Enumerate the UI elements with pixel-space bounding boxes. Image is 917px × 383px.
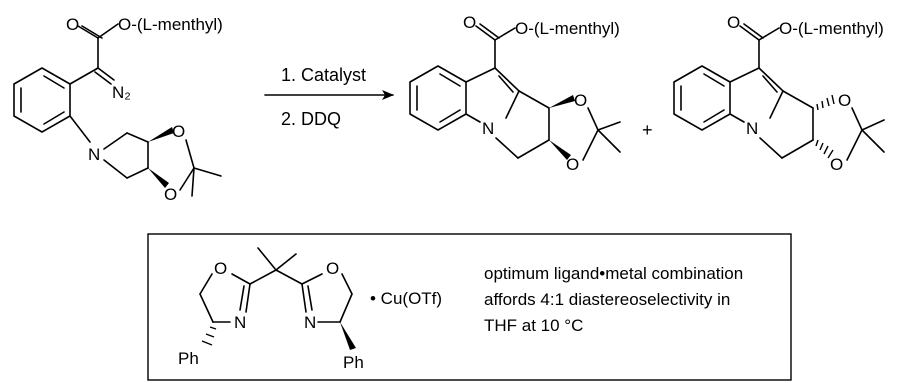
product-1-carbonyl-oxygen-label: O <box>463 13 476 32</box>
product-2-dioxolane-oxygen-1-label: O <box>838 91 851 110</box>
dioxolane-oxygen-1-label: O <box>172 122 185 141</box>
benzene-ring <box>13 67 71 133</box>
product-2-benzene-ring <box>673 65 731 131</box>
diazo-label: N₂ <box>112 83 131 102</box>
product-2: N O O-(L-menthyl) O O <box>673 13 885 174</box>
ligand-right-oxygen-label: O <box>326 259 339 278</box>
catalyst-note-line-2: affords 4:1 diastereoselectivity in <box>484 290 730 309</box>
product-2-nitrogen-label: N <box>746 119 758 138</box>
product-1: N O O-(L-menthyl) O O <box>409 13 621 174</box>
ligand-left-nitrogen-label: N <box>234 313 246 332</box>
product-2-carbonyl-oxygen-label: O <box>727 13 740 32</box>
ligand-right-phenyl-label: Ph <box>343 353 364 372</box>
starting-material: O O-(L-menthyl) N₂ N O O <box>13 15 223 204</box>
box-ligand: O N Ph O N Ph <box>178 247 364 372</box>
product-1-ester-label: O-(L-menthyl) <box>515 19 620 38</box>
catalyst-note-line-3: THF at 10 °C <box>484 316 583 335</box>
carbonyl-oxygen-label: O <box>66 15 79 34</box>
product-1-benzene-ring <box>409 65 467 131</box>
product-1-dioxolane-oxygen-2-label: O <box>566 155 579 174</box>
plus-sign: + <box>642 120 653 140</box>
ligand-left-oxygen-label: O <box>214 259 227 278</box>
dioxolane-oxygen-2-label: O <box>164 185 177 204</box>
reagent-step-1: 1. Catalyst <box>281 65 366 85</box>
ligand-left-phenyl-label: Ph <box>178 349 199 368</box>
product-1-dioxolane-oxygen-1-label: O <box>574 91 587 110</box>
product-2-hashed-bond-1 <box>816 94 835 111</box>
product-1-nitrogen-label: N <box>482 119 494 138</box>
ester-group-label: O-(L-menthyl) <box>118 15 223 34</box>
ligand-left-hashed-bond <box>201 326 217 346</box>
catalyst-note: optimum ligand•metal combination affords… <box>484 264 743 335</box>
reagent-step-2: 2. DDQ <box>281 109 341 129</box>
product-2-hashed-bond-2 <box>815 139 834 159</box>
catalyst-box <box>147 233 792 381</box>
product-2-dioxolane-oxygen-2-label: O <box>830 155 843 174</box>
amine-nitrogen-label: N <box>88 145 100 164</box>
ligand-right-nitrogen-label: N <box>304 313 316 332</box>
catalyst-note-line-1: optimum ligand•metal combination <box>484 264 743 283</box>
metal-salt-label: • Cu(OTf) <box>370 289 442 308</box>
product-2-ester-label: O-(L-menthyl) <box>779 19 884 38</box>
ligand-right-wedge-bond <box>340 322 356 350</box>
reaction-arrow-group: 1. Catalyst 2. DDQ <box>264 65 394 129</box>
